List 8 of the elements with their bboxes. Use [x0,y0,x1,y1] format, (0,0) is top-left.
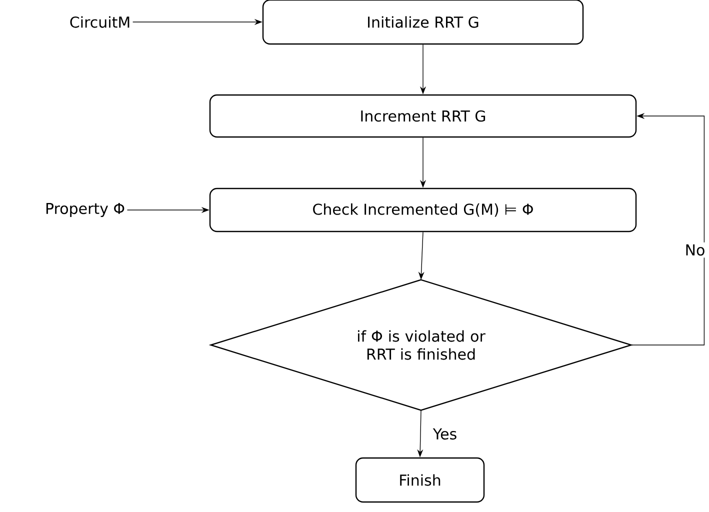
process-box: Increment RRT G [209,94,637,138]
process-box: Finish [355,457,485,503]
edge-label: No [682,242,708,258]
process-box: Initialize RRT G [262,0,584,45]
process-box: Check Incremented G(M) ⊨ Φ [209,188,637,232]
input-label: Property Φ [46,202,124,218]
edge-label: Yes [430,426,460,442]
input-label: CircuitM [70,16,130,28]
